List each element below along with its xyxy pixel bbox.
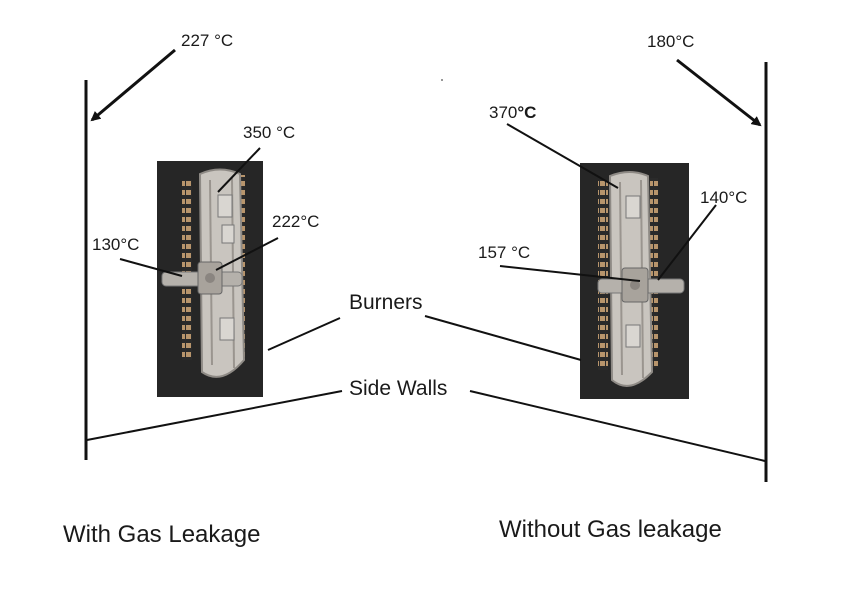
burners-pointer-right (424, 315, 582, 361)
left-burner-photo (157, 161, 263, 397)
left-burner-top-temp-label: 350 °C (243, 123, 296, 142)
right-wall-temp-label: 180°C (647, 32, 695, 51)
side-walls-pointer-right (469, 390, 766, 462)
left-top-temp-leader (217, 147, 261, 193)
side-walls-label: Side Walls (349, 377, 448, 400)
right-inlet-temp-leader (499, 265, 641, 282)
left-wall-arrow (90, 48, 176, 122)
left-mid-temp-leader (215, 237, 279, 271)
right-inlet-temp-label: 157 °C (478, 243, 531, 262)
right-burner-top-temp-label: 370°C (489, 104, 536, 121)
right-top-temp-leader (506, 123, 619, 189)
left-inlet-temp-label: 130°C (92, 235, 140, 254)
right-caption: Without Gas leakage (499, 516, 722, 543)
side-walls-pointer-left (86, 390, 343, 441)
burners-label: Burners (349, 291, 423, 314)
left-burner-mid-temp-label: 222°C (272, 212, 320, 231)
right-mid-temp-leader (657, 204, 717, 281)
right-burner-mid-temp-label: 140°C (700, 188, 748, 207)
right-burner-top-temp-unit: °C (517, 103, 537, 122)
right-wall-arrow (676, 58, 762, 127)
right-burner-top-temp-value: 370 (489, 103, 518, 122)
left-inlet-temp-leader (119, 258, 183, 277)
burners-pointer-left (267, 317, 341, 351)
left-wall-temp-label: 227 °C (181, 31, 234, 50)
left-caption: With Gas Leakage (63, 521, 261, 548)
